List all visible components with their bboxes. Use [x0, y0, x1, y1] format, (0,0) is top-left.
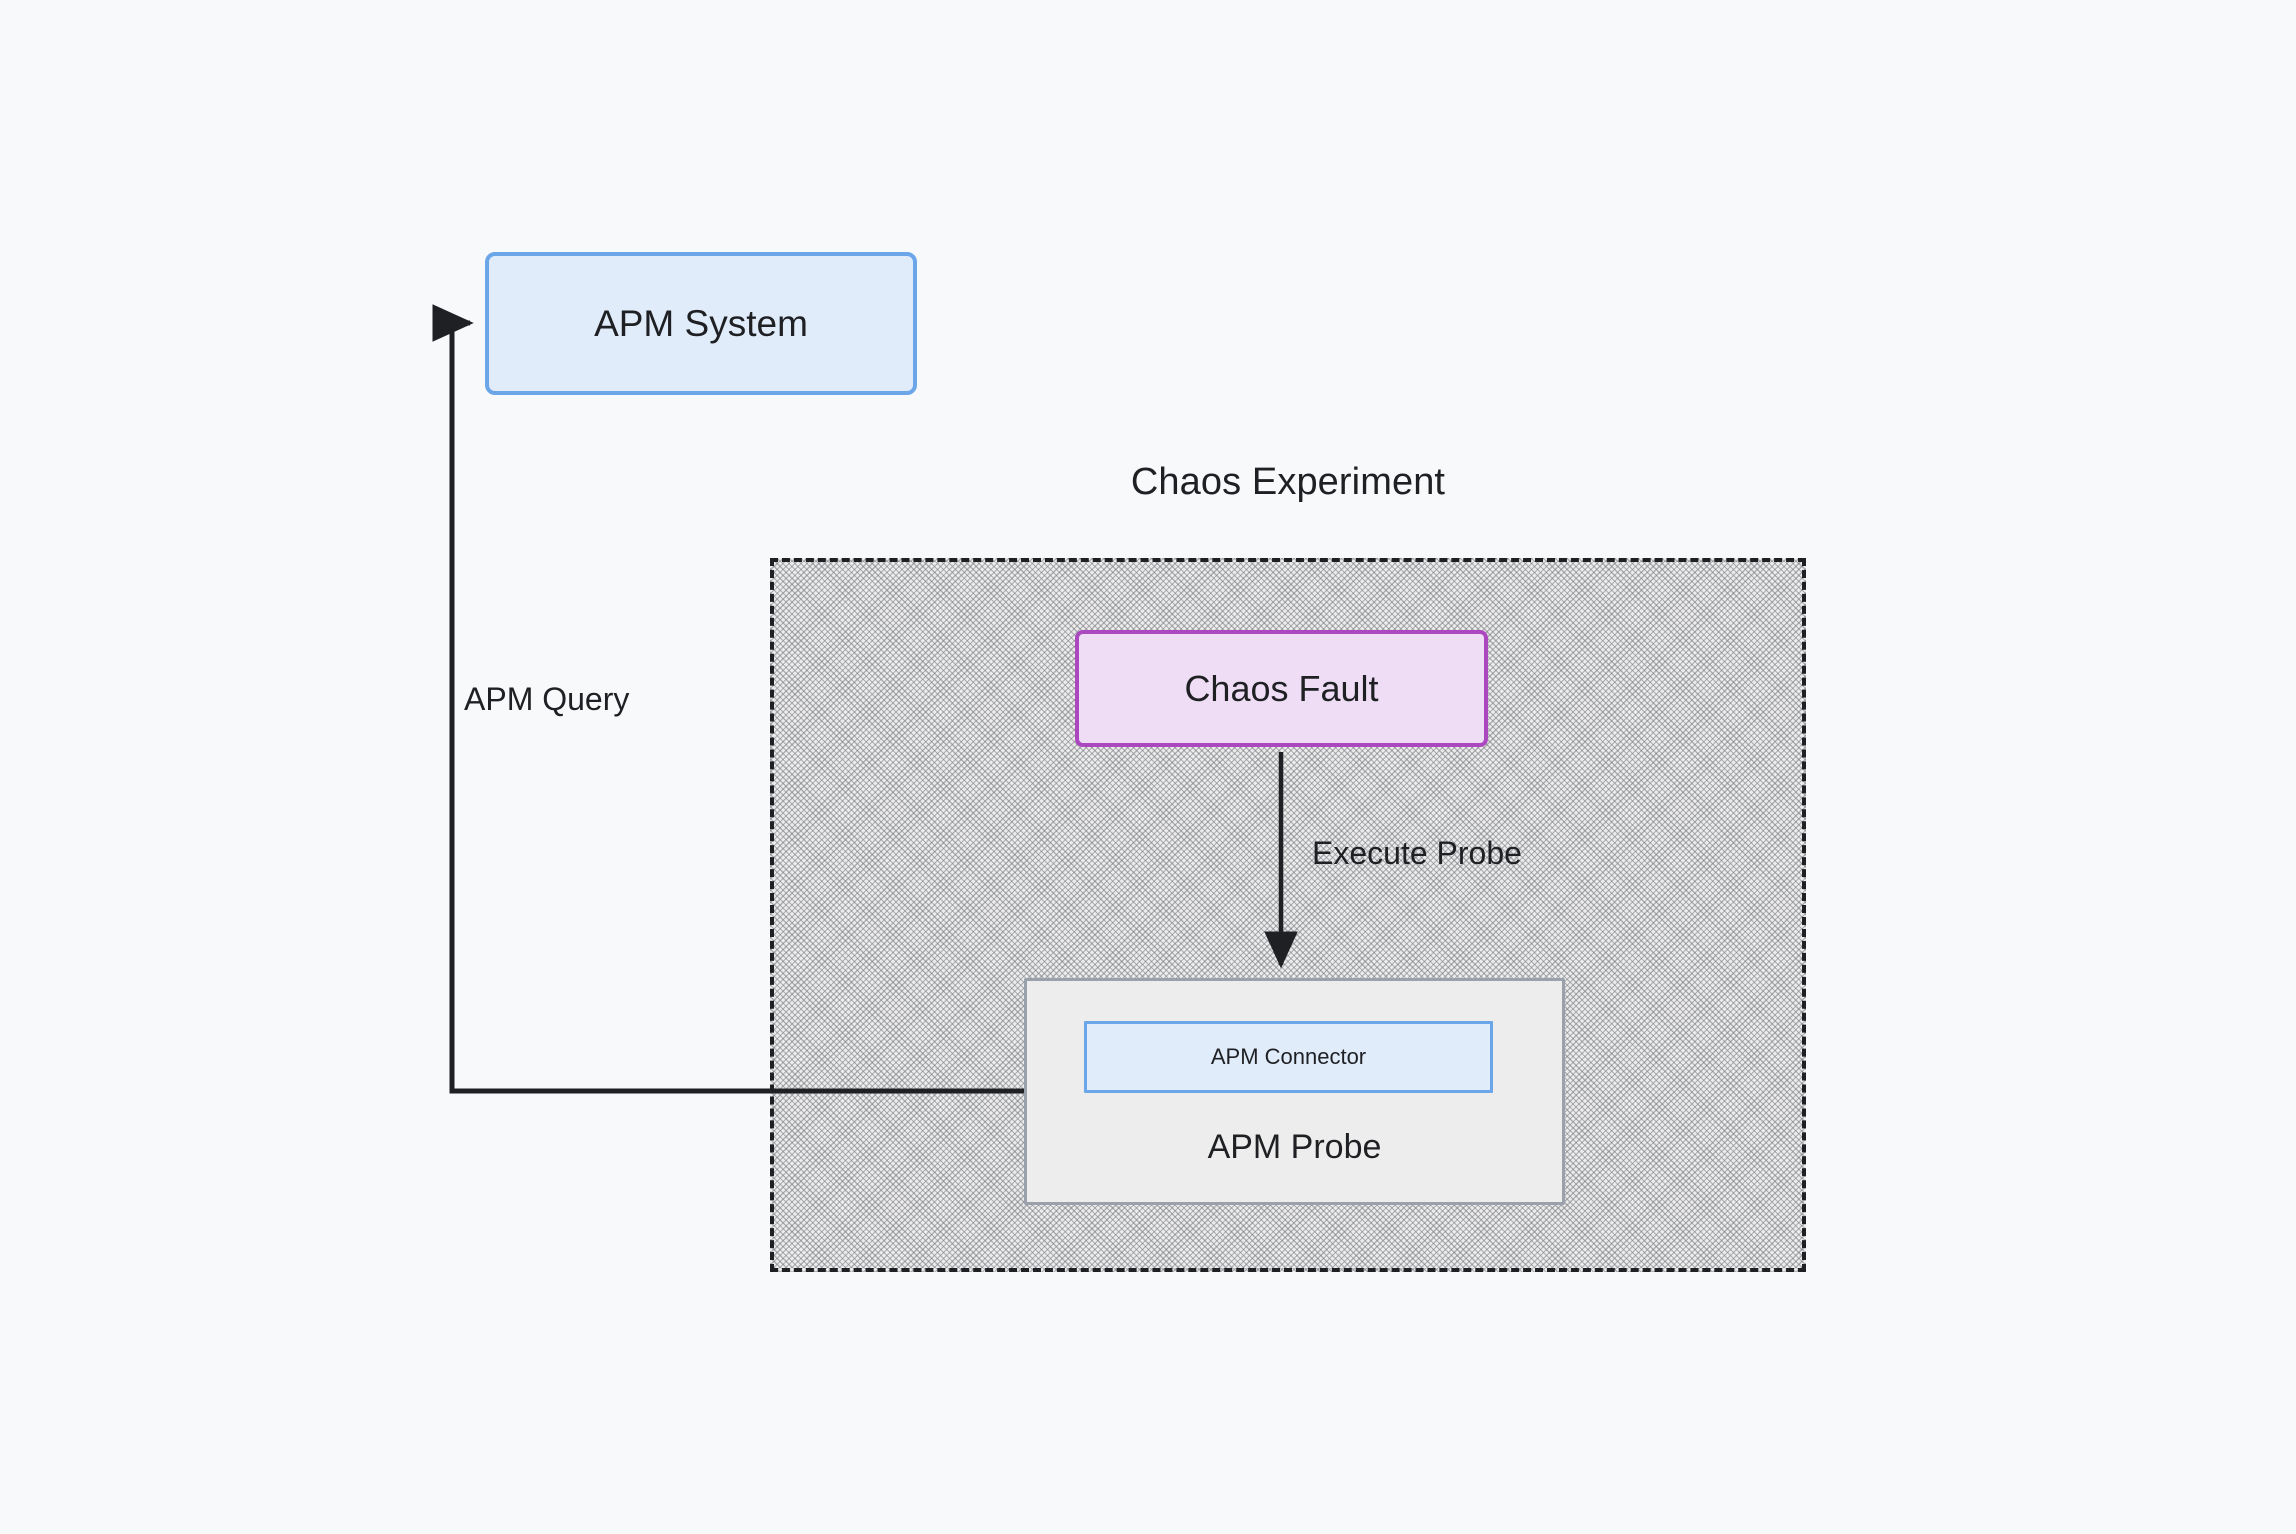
node-apm-probe[interactable]: APM Connector APM Probe	[1024, 978, 1565, 1205]
node-apm-system[interactable]: APM System	[485, 252, 917, 395]
node-apm-system-label: APM System	[594, 302, 808, 344]
node-apm-connector[interactable]: APM Connector	[1084, 1021, 1493, 1093]
node-chaos-fault[interactable]: Chaos Fault	[1075, 630, 1488, 747]
node-apm-probe-label: APM Probe	[1207, 1128, 1382, 1166]
edge-label-execute-probe: Execute Probe	[1312, 835, 1522, 871]
node-apm-connector-label: APM Connector	[1210, 1044, 1367, 1069]
edge-label-apm-query: APM Query	[464, 681, 630, 717]
chaos-experiment-title: Chaos Experiment	[1130, 461, 1446, 503]
node-chaos-fault-label: Chaos Fault	[1184, 667, 1379, 709]
